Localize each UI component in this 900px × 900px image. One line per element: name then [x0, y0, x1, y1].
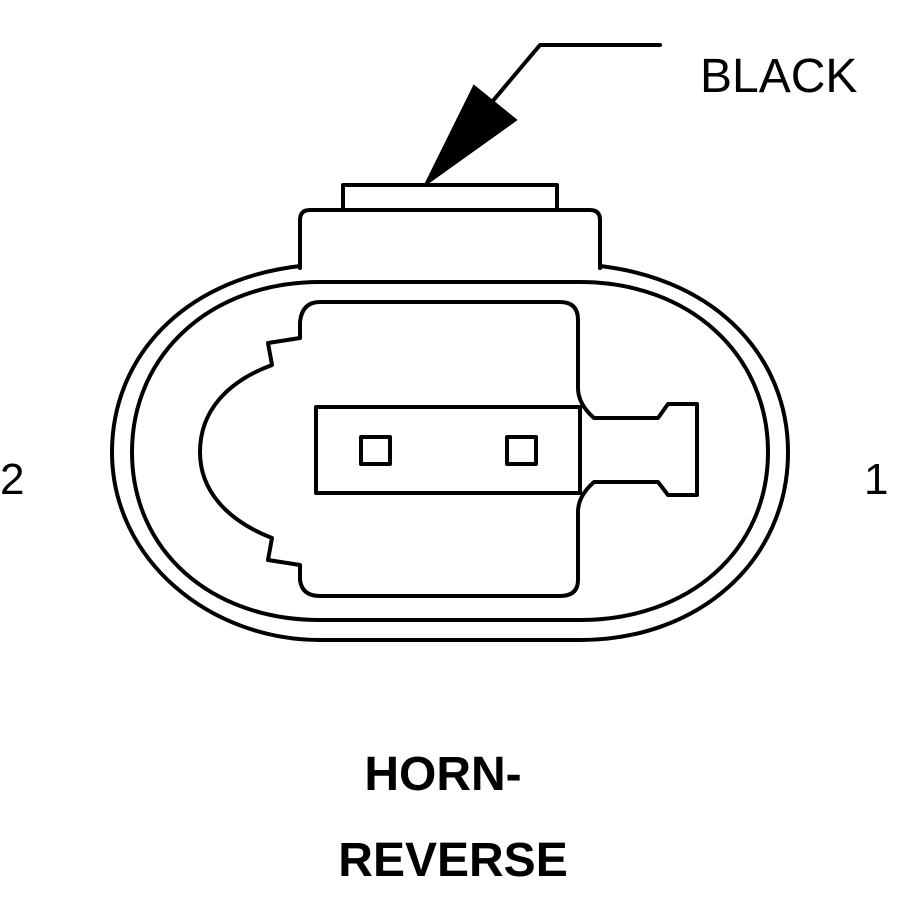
terminal-window-right — [505, 435, 538, 466]
leader-arrowhead — [424, 84, 518, 186]
housing-inner-shell — [130, 280, 770, 622]
locking-tab — [341, 183, 559, 212]
terminal-window-left — [359, 435, 392, 466]
pin-1-label: 1 — [864, 455, 888, 504]
connector-title-line1: HORN- — [364, 748, 521, 801]
pin-2-label: 2 — [0, 455, 24, 504]
housing-top-block — [298, 208, 602, 270]
color-callout — [424, 43, 662, 186]
blade-terminal — [314, 405, 582, 495]
connector-title-line2: REVERSE — [338, 834, 567, 887]
housing-outer-shell — [110, 264, 790, 642]
connector-housing — [110, 183, 790, 642]
leader-line — [468, 43, 662, 130]
wire-color-label: BLACK — [700, 50, 857, 103]
terminal-cavity — [198, 300, 699, 598]
